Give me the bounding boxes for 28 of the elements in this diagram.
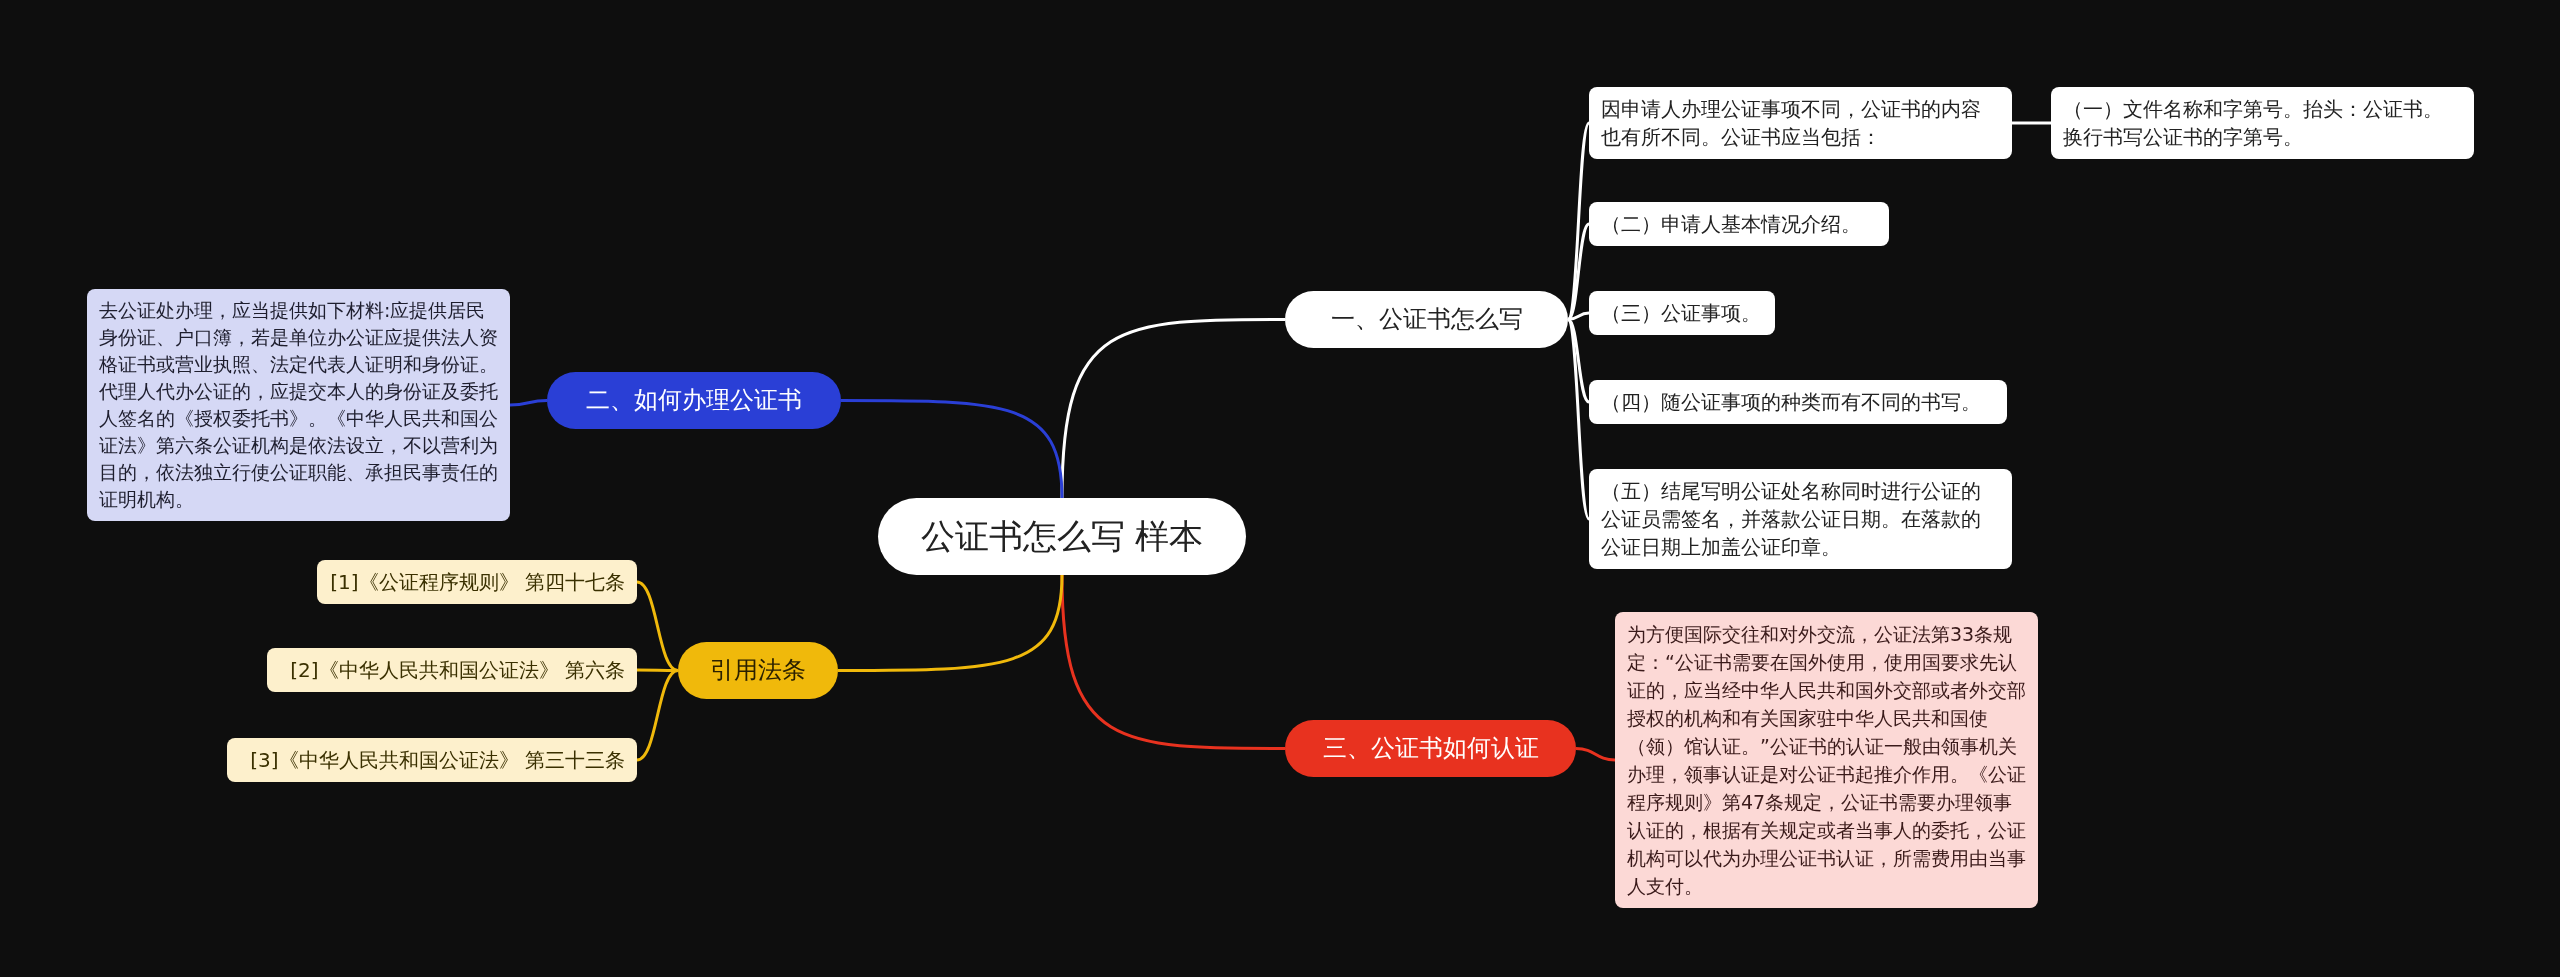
connector-line bbox=[509, 399, 548, 407]
text-card: （一）文件名称和字第号。抬头：公证书。换行书写公证书的字第号。 bbox=[2051, 87, 2474, 159]
text-card: 去公证处办理，应当提供如下材料:应提供居民身份证、户口簿，若是单位办公证应提供法人资格证书或营业执照、法定代表人证明和身份证。代理人代办公证的，应提交本人的身份证及委托人签名的《授权委托书》。《中华人民共和国公证法》第六条公证机构是依法设立，不以营利为目的，依法独立行使公证职能、承担民事责任的证明机构。 bbox=[87, 289, 510, 521]
citation-card: [3]《中华人民共和国公证法》 第三十三条 bbox=[227, 738, 637, 782]
connector-line bbox=[1567, 311, 1590, 321]
branch-topic: 二、如何办理公证书 bbox=[547, 372, 841, 429]
branch-topic: 引用法条 bbox=[678, 642, 838, 699]
connector-line bbox=[1060, 318, 1285, 499]
text-card: （三）公证事项。 bbox=[1589, 291, 1775, 335]
text-card: （五）结尾写明公证处名称同时进行公证的公证员需签名，并落款公证日期。在落款的公证日期上加盖公证印章。 bbox=[1589, 469, 2012, 569]
connector-line bbox=[841, 399, 1064, 499]
connector-line bbox=[2012, 121, 2051, 125]
text-card: （二）申请人基本情况介绍。 bbox=[1589, 202, 1889, 246]
connector-line bbox=[636, 669, 679, 762]
citation-card: [2]《中华人民共和国公证法》 第六条 bbox=[267, 648, 637, 692]
connector-line bbox=[1567, 222, 1590, 321]
branch-topic: 三、公证书如何认证 bbox=[1285, 720, 1576, 777]
connector-line bbox=[1575, 747, 1616, 762]
text-card: 为方便国际交往和对外交流，公证法第33条规定：“公证书需要在国外使用，使用国要求先认证的，应当经中华人民共和国外交部或者外交部授权的机构和有关国家驻中华人民共和国使（领）馆认证。”公证书的认证一般由领事机关办理，领事认证是对公证书起推介作用。《公证程序规则》第47条规定，公证书需要办理领事认证的，根据有关规定或者当事人的委托，公证机构可以代为办理公证书认证，所需费用由当事人支付。 bbox=[1615, 612, 2038, 908]
text-card: 因申请人办理公证事项不同，公证书的内容也有所不同。公证书应当包括： bbox=[1589, 87, 2012, 159]
citation-card: [1]《公证程序规则》 第四十七条 bbox=[317, 560, 637, 604]
branch-topic: 一、公证书怎么写 bbox=[1285, 291, 1568, 348]
connector-line bbox=[1060, 574, 1285, 750]
connector-line bbox=[636, 580, 679, 672]
root-topic: 公证书怎么写 样本 bbox=[878, 498, 1246, 575]
connector-line bbox=[1567, 318, 1590, 404]
connector-line bbox=[838, 574, 1064, 672]
text-card: （四）随公证事项的种类而有不同的书写。 bbox=[1589, 380, 2007, 424]
